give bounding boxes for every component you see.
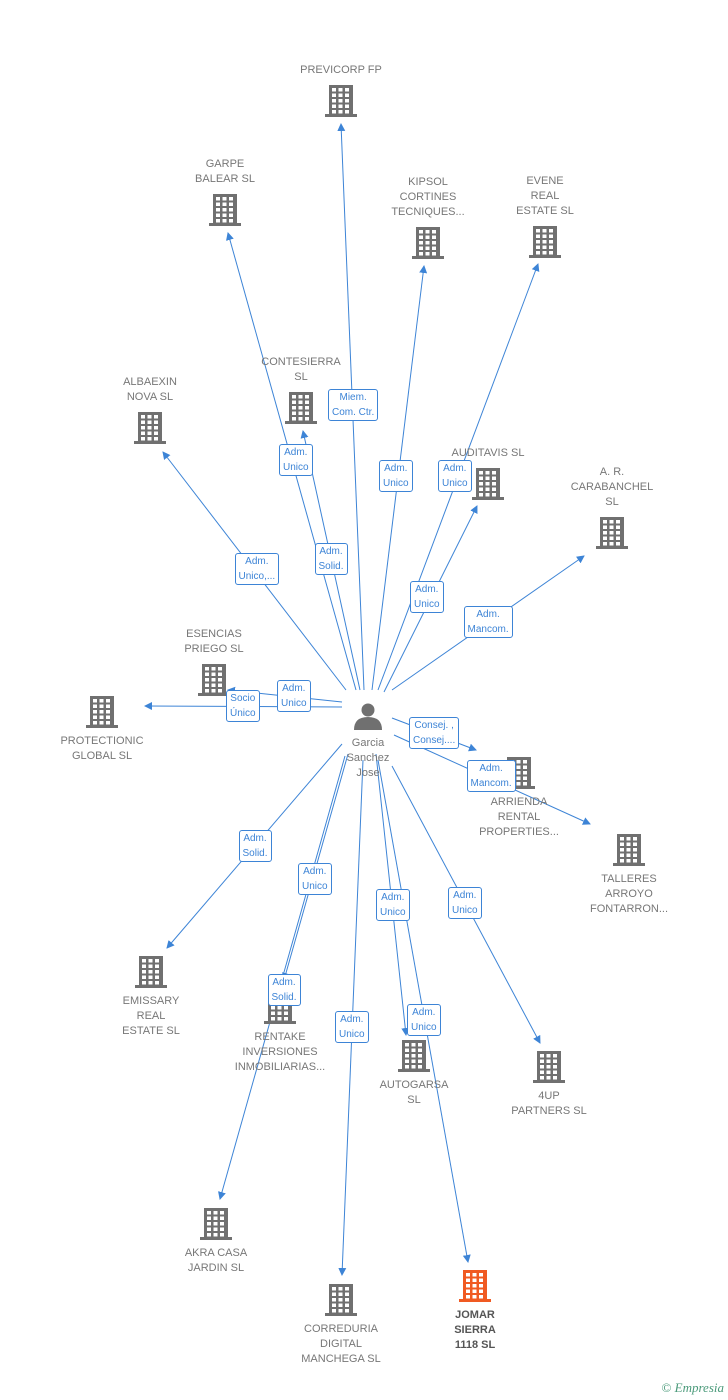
relation-label-carabanchel[interactable]: Adm. Mancom. — [463, 606, 513, 638]
building-icon-autogarsa[interactable] — [398, 1040, 430, 1072]
building-icon-garpe[interactable] — [209, 194, 241, 226]
company-label-akra[interactable]: AKRA CASA JARDIN SL — [184, 1247, 248, 1274]
relation-label-esencias[interactable]: Adm. Unico — [277, 680, 311, 712]
building-icon-talleres[interactable] — [613, 834, 645, 866]
building-icon-albaexin[interactable] — [134, 412, 166, 444]
relation-label-protectionic[interactable]: Socio Único — [226, 690, 260, 722]
company-label-carabanchel[interactable]: A. R. CARABANCHEL SL — [570, 466, 654, 508]
relation-label-kipsol[interactable]: Adm. Unico — [379, 460, 413, 492]
building-icon-evene[interactable] — [529, 226, 561, 258]
brand-footer: © Empresia — [662, 1380, 725, 1396]
company-label-kipsol[interactable]: KIPSOL CORTINES TECNIQUES... — [391, 176, 465, 218]
company-label-autogarsa[interactable]: AUTOGARSA SL — [379, 1079, 449, 1106]
company-label-auditavis[interactable]: AUDITAVIS SL — [451, 447, 525, 459]
company-label-albaexin[interactable]: ALBAEXIN NOVA SL — [123, 376, 177, 403]
company-label-arrienda[interactable]: ARRIENDA RENTAL PROPERTIES... — [479, 796, 559, 838]
building-icon-emissary[interactable] — [135, 956, 167, 988]
building-icon-fourup[interactable] — [533, 1051, 565, 1083]
company-label-jomar[interactable]: JOMAR SIERRA 1118 SL — [454, 1309, 496, 1351]
copyright-icon: © — [661, 1380, 672, 1395]
building-icon-previcorp[interactable] — [325, 85, 357, 117]
person-name-label[interactable]: Garcia Sanchez Jose — [346, 737, 390, 779]
relation-label-akra[interactable]: Adm. Solid. — [267, 974, 301, 1006]
company-label-esencias[interactable]: ESENCIAS PRIEGO SL — [184, 628, 244, 655]
company-label-garpe[interactable]: GARPE BALEAR SL — [195, 158, 255, 185]
company-label-rentake[interactable]: RENTAKE INVERSIONES INMOBILIARIAS... — [234, 1031, 326, 1073]
building-icon-kipsol[interactable] — [412, 227, 444, 259]
company-label-contesierra[interactable]: CONTESIERRA SL — [261, 356, 341, 383]
brand-initial: E — [674, 1380, 683, 1395]
brand-name: mpresia — [682, 1380, 724, 1395]
relation-label-autogarsa[interactable]: Adm. Unico — [376, 889, 410, 921]
relation-label-rentake[interactable]: Adm. Unico — [298, 863, 332, 895]
company-label-fourup[interactable]: 4UP PARTNERS SL — [511, 1090, 587, 1117]
relation-label-emissary[interactable]: Adm. Solid. — [238, 830, 272, 862]
building-icon-esencias[interactable] — [198, 664, 230, 696]
building-icon-contesierra[interactable] — [285, 392, 317, 424]
relation-label-jomar[interactable]: Adm. Unico — [407, 1004, 441, 1036]
relation-label-contesierra[interactable]: Adm. Solid. — [314, 543, 348, 575]
relation-label-garpe[interactable]: Adm. Unico — [279, 444, 313, 476]
building-icon-protectionic[interactable] — [86, 696, 118, 728]
building-icon-akra[interactable] — [200, 1208, 232, 1240]
relation-label-fourup[interactable]: Adm. Unico — [448, 887, 482, 919]
company-label-evene[interactable]: EVENE REAL ESTATE SL — [516, 175, 574, 217]
relation-label-previcorp[interactable]: Miem. Com. Ctr. — [328, 389, 379, 421]
building-icon-auditavis[interactable] — [472, 468, 504, 500]
company-label-previcorp[interactable]: PREVICORP FP — [300, 64, 382, 76]
building-icon-carabanchel[interactable] — [596, 517, 628, 549]
company-label-emissary[interactable]: EMISSARY REAL ESTATE SL — [122, 995, 180, 1037]
company-label-correduria[interactable]: CORREDURIA DIGITAL MANCHEGA SL — [301, 1323, 381, 1365]
relation-label-albaexin[interactable]: Adm. Unico,... — [234, 553, 280, 585]
relation-label-talleres[interactable]: Adm. Mancom. — [466, 760, 516, 792]
company-label-protectionic[interactable]: PROTECTIONIC GLOBAL SL — [60, 735, 144, 762]
building-icon-jomar[interactable] — [459, 1270, 491, 1302]
relation-label-evene[interactable]: Adm. Unico — [438, 460, 472, 492]
relation-label-correduria[interactable]: Adm. Unico — [335, 1011, 369, 1043]
person-icon[interactable] — [354, 703, 382, 731]
relation-label-arrienda[interactable]: Consej. , Consej.... — [409, 717, 460, 749]
company-label-talleres[interactable]: TALLERES ARROYO FONTARRON... — [589, 873, 668, 915]
building-icon-correduria[interactable] — [325, 1284, 357, 1316]
icons-layer — [86, 85, 645, 1316]
relation-label-auditavis[interactable]: Adm. Unico — [410, 581, 444, 613]
